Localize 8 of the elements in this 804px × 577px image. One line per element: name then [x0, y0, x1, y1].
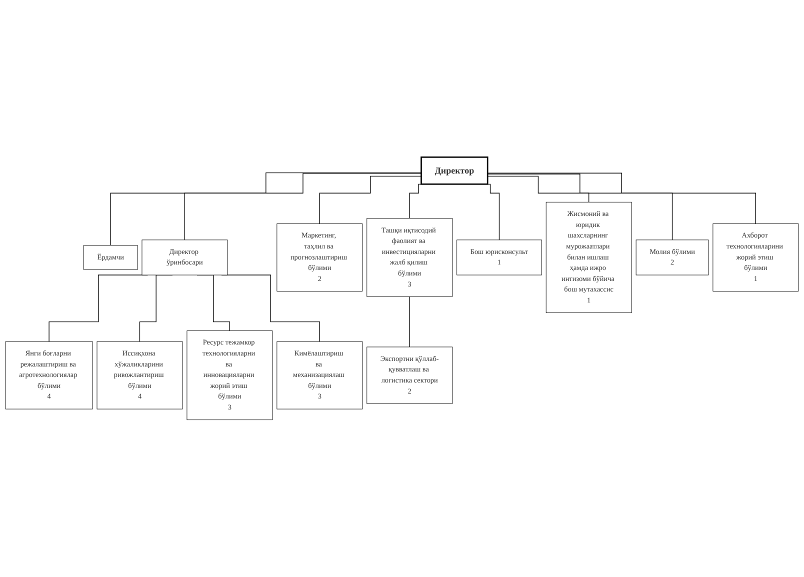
connector [487, 172, 756, 224]
node-box: Директор [420, 156, 488, 185]
connector [319, 176, 422, 224]
connector [409, 296, 410, 348]
connector [184, 173, 422, 240]
connector [487, 174, 673, 240]
connector [110, 172, 422, 246]
connector [487, 176, 590, 202]
